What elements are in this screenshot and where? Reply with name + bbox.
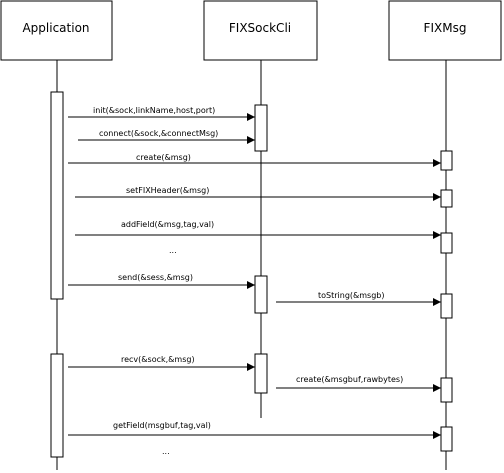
message-label: create(&msgbuf,rawbytes) xyxy=(296,375,403,384)
message-label: connect(&sock,&connectMsg) xyxy=(99,129,218,138)
activation-application-2 xyxy=(50,353,64,458)
message-send: send(&sess,&msg) xyxy=(68,273,255,289)
message-label: setFIXHeader(&msg) xyxy=(126,186,209,195)
arrow-head-icon xyxy=(247,113,255,121)
message-create: create(&msg) xyxy=(68,153,441,167)
message-label: getField(msgbuf,tag,val) xyxy=(113,421,211,430)
message-create-msgbuf: create(&msgbuf,rawbytes) xyxy=(276,375,441,392)
arrow-head-icon xyxy=(247,281,255,289)
ellipsis-2: ... xyxy=(162,447,170,456)
message-label: send(&sess,&msg) xyxy=(118,273,193,282)
message-init: init(&sock,linkName,host,port) xyxy=(68,106,255,121)
message-set-fix-header: setFIXHeader(&msg) xyxy=(75,186,441,201)
message-label: recv(&sock,&msg) xyxy=(121,355,195,364)
arrow-head-icon xyxy=(433,298,441,306)
activation-application-1 xyxy=(50,91,64,300)
participant-fixmsg: FIXMsg xyxy=(388,0,502,61)
arrow-head-icon xyxy=(247,363,255,371)
message-to-string: toString(&msgb) xyxy=(276,291,441,306)
participant-label: Application xyxy=(22,21,89,35)
message-connect: connect(&sock,&connectMsg) xyxy=(78,129,255,144)
activation-fixsockcli-2 xyxy=(254,275,268,314)
arrow-head-icon xyxy=(433,193,441,201)
arrow-head-icon xyxy=(247,136,255,144)
message-recv: recv(&sock,&msg) xyxy=(68,355,255,371)
message-get-field: getField(msgbuf,tag,val) xyxy=(68,421,441,439)
ellipsis-1: ... xyxy=(169,246,177,255)
arrow-head-icon xyxy=(433,231,441,239)
activation-fixmsg-2 xyxy=(440,189,453,208)
participant-label: FIXMsg xyxy=(424,21,467,35)
message-label: init(&sock,linkName,host,port) xyxy=(93,106,215,115)
activation-fixsockcli-3 xyxy=(254,353,268,394)
arrow-head-icon xyxy=(433,431,441,439)
participant-application: Application xyxy=(0,0,113,61)
activation-fixmsg-4 xyxy=(440,293,453,319)
arrow-head-icon xyxy=(433,384,441,392)
activation-fixmsg-6 xyxy=(440,426,453,452)
activation-fixmsg-1 xyxy=(440,150,453,171)
participant-label: FIXSockCli xyxy=(229,21,291,35)
activation-fixmsg-3 xyxy=(440,232,453,254)
arrow-head-icon xyxy=(433,159,441,167)
message-label: toString(&msgb) xyxy=(318,291,385,300)
activation-fixmsg-5 xyxy=(440,377,453,403)
message-label: addField(&msg,tag,val) xyxy=(121,220,214,229)
message-label: create(&msg) xyxy=(136,153,191,162)
activation-fixsockcli-1 xyxy=(254,104,268,152)
participant-fixsockcli: FIXSockCli xyxy=(203,0,318,61)
message-add-field: addField(&msg,tag,val) xyxy=(75,220,441,239)
